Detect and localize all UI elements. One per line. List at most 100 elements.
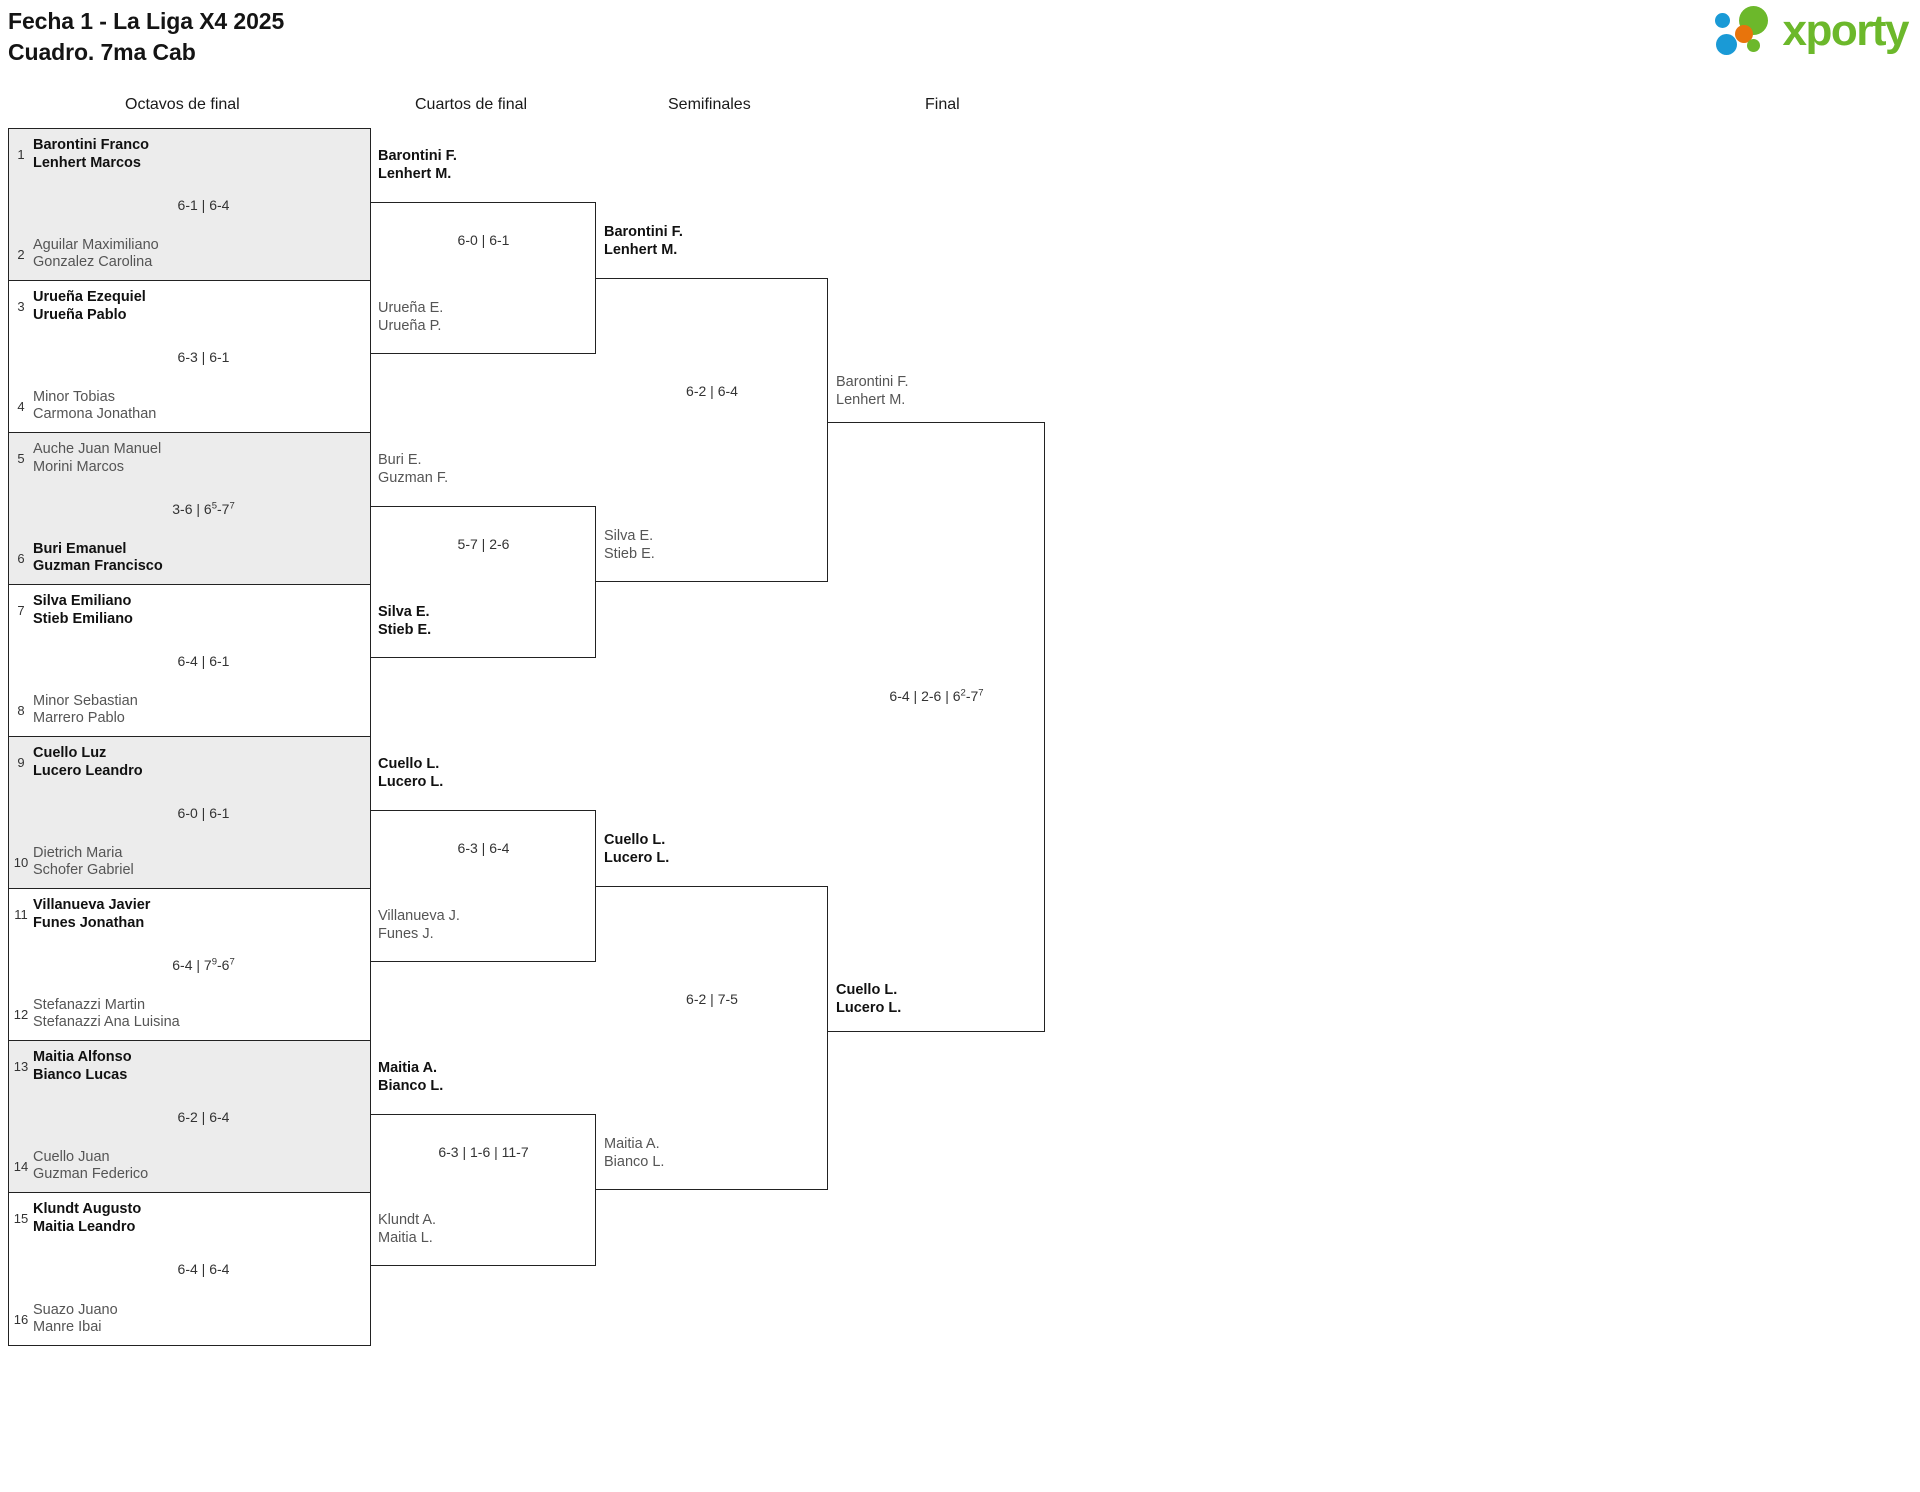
r16-score: 6-4 | 6-1: [177, 652, 230, 669]
final-team-top: Barontini F.Lenhert M.: [836, 374, 909, 409]
player-name-2: Lenhert M.: [604, 241, 678, 258]
player-name-2: Manre Ibai: [33, 1319, 102, 1336]
player-name-2: Stieb Emiliano: [33, 610, 133, 627]
player-name-1: Urueña Ezequiel: [33, 289, 146, 305]
seed-number: 16: [13, 1311, 29, 1327]
qf-score-1: 6-0 | 6-1: [457, 232, 510, 248]
player-name-2: Lucero L.: [604, 849, 670, 866]
player-name-1: Buri E.: [378, 452, 422, 468]
player-name-2: Lucero Leandro: [33, 762, 143, 779]
round-header-final: Final: [925, 96, 960, 113]
round-header-cuartos: Cuartos de final: [415, 96, 528, 113]
qf-team-3-bottom: Villanueva J.Funes J.: [378, 908, 460, 943]
player-name-2: Funes Jonathan: [33, 914, 145, 931]
seed-number: 2: [17, 246, 25, 262]
player-name-2: Lenhert M.: [836, 391, 906, 408]
player-name-1: Stefanazzi Martin: [33, 996, 146, 1013]
seed-number: 8: [17, 702, 25, 718]
player-name-2: Stefanazzi Ana Luisina: [33, 1014, 180, 1031]
player-name-2: Lenhert Marcos: [33, 154, 141, 171]
player-name-2: Gonzalez Carolina: [33, 254, 153, 271]
sf-score-1: 6-2 | 6-4: [686, 383, 738, 399]
player-name-1: Cuello L.: [604, 832, 666, 848]
player-name-2: Schofer Gabriel: [33, 862, 134, 879]
qf-score-4: 6-3 | 1-6 | 11-7: [438, 1144, 529, 1160]
player-name-1: Barontini F.: [604, 224, 683, 240]
player-name-2: Marrero Pablo: [33, 710, 125, 727]
player-name-2: Urueña Pablo: [33, 306, 127, 323]
seed-number: 7: [17, 603, 25, 619]
qf-team-1-top: Barontini F.Lenhert M.: [378, 148, 457, 183]
xporty-logo: xporty: [1714, 6, 1910, 56]
tournament-name: Fecha 1 - La Liga X4 2025: [8, 8, 285, 34]
player-name-1: Suazo Juano: [33, 1301, 118, 1318]
player-name-1: Minor Sebastian: [33, 692, 138, 709]
player-name-2: Bianco Lucas: [33, 1066, 128, 1083]
logo-dot-blue-small-icon: [1714, 13, 1730, 28]
logo-dot-orange-icon: [1734, 25, 1753, 43]
player-name-2: Lucero L.: [378, 773, 444, 790]
draw-subtitle: Cuadro. 7ma Cab: [8, 38, 196, 65]
player-name-2: Stieb E.: [604, 545, 655, 562]
sf-team-1-top: Barontini F.Lenhert M.: [604, 224, 683, 259]
player-name-2: Guzman Francisco: [33, 558, 163, 575]
qf-score-3: 6-3 | 6-4: [457, 840, 510, 856]
logo-dots-icon: [1714, 6, 1777, 56]
seed-number: 1: [17, 147, 25, 163]
seed-number: 11: [14, 907, 28, 923]
player-name-1: Silva Emiliano: [33, 593, 132, 609]
r16-score: 6-2 | 6-4: [177, 1108, 230, 1125]
seed-number: 10: [13, 854, 29, 870]
logo-dot-green-small-icon: [1746, 39, 1760, 52]
player-name-2: Maitia L.: [378, 1229, 433, 1246]
player-name-1: Minor Tobias: [33, 388, 115, 405]
player-name-2: Guzman F.: [378, 469, 449, 486]
qf-box-4: [371, 1114, 596, 1266]
player-name-2: Lenhert M.: [378, 165, 452, 182]
qf-team-3-top: Cuello L.Lucero L.: [378, 756, 443, 791]
seed-number: 12: [13, 1006, 29, 1022]
final-box: [828, 422, 1045, 1032]
player-name-1: Maitia A.: [378, 1060, 438, 1076]
sf-box-1: [596, 278, 828, 582]
seed-number: 15: [13, 1211, 29, 1227]
seed-number: 6: [17, 550, 25, 566]
player-name-1: Klundt Augusto: [33, 1201, 142, 1217]
qf-box-3: [371, 810, 596, 962]
player-name-1: Maitia Alfonso: [33, 1049, 132, 1065]
player-name-1: Barontini F.: [378, 148, 457, 164]
player-name-1: Villanueva Javier: [33, 897, 151, 913]
player-name-1: Auche Juan Manuel: [33, 441, 162, 457]
player-name-1: Urueña E.: [378, 300, 444, 316]
